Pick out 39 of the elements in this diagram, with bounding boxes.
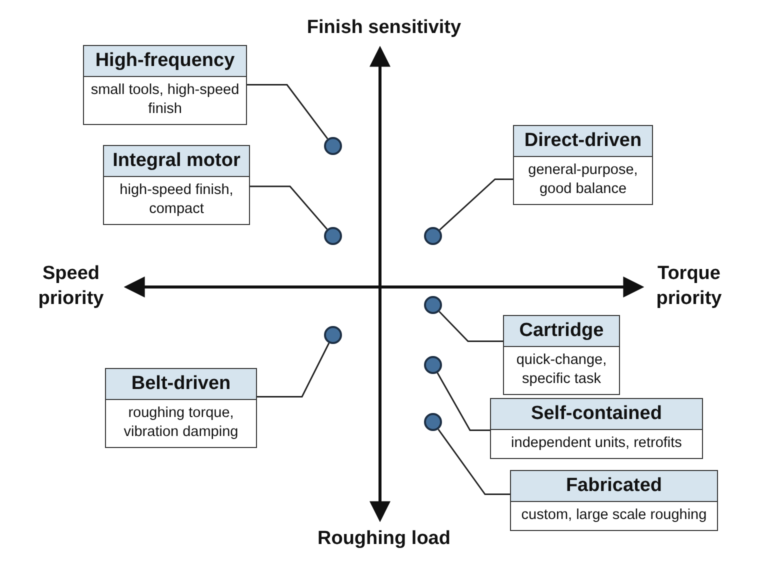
axis-label: Speed priority	[37, 262, 105, 311]
callout-text: quick-change, specific task	[515, 351, 608, 389]
leader-line	[438, 310, 503, 342]
callout-box	[490, 398, 703, 459]
marker-dot	[324, 326, 342, 344]
marker-dot	[424, 356, 442, 374]
callout-title: Fabricated	[511, 471, 717, 502]
marker-dot	[424, 296, 442, 314]
marker-dot	[324, 227, 342, 245]
callout-text: general-purpose, good balance	[527, 161, 639, 199]
leader-line	[436, 372, 490, 431]
axis-label: Torque priority	[655, 262, 723, 311]
callout-box	[105, 368, 257, 448]
callout-text: independent units, retrofits	[510, 434, 683, 453]
callout-title: Self-contained	[491, 399, 702, 430]
leader-line	[438, 428, 510, 496]
callout-text: roughing torque, vibration damping	[122, 404, 240, 442]
leader-line	[250, 186, 328, 230]
callout-text: custom, large scale roughing	[520, 506, 708, 525]
callout-title: High-frequency	[84, 46, 246, 77]
callout-box	[503, 315, 620, 395]
marker-dot	[424, 413, 442, 431]
marker-dot	[424, 227, 442, 245]
callout-box	[83, 45, 247, 125]
callout-title: Belt-driven	[106, 369, 256, 400]
callout-box	[510, 470, 718, 531]
callout-title: Direct-driven	[514, 126, 652, 157]
leader-line	[257, 342, 330, 398]
marker-dot	[324, 137, 342, 155]
callout-text: high-speed finish, compact	[118, 181, 234, 219]
callout-box	[513, 125, 653, 205]
callout-title: Integral motor	[104, 146, 249, 177]
callout-text: small tools, high-speed finish	[90, 81, 240, 119]
callout-box	[103, 145, 250, 225]
leader-line	[247, 84, 328, 140]
axis-label: Roughing load	[316, 527, 452, 551]
callout-title: Cartridge	[504, 316, 619, 347]
leader-line	[439, 178, 513, 230]
axis-label: Finish sensitivity	[306, 16, 462, 40]
